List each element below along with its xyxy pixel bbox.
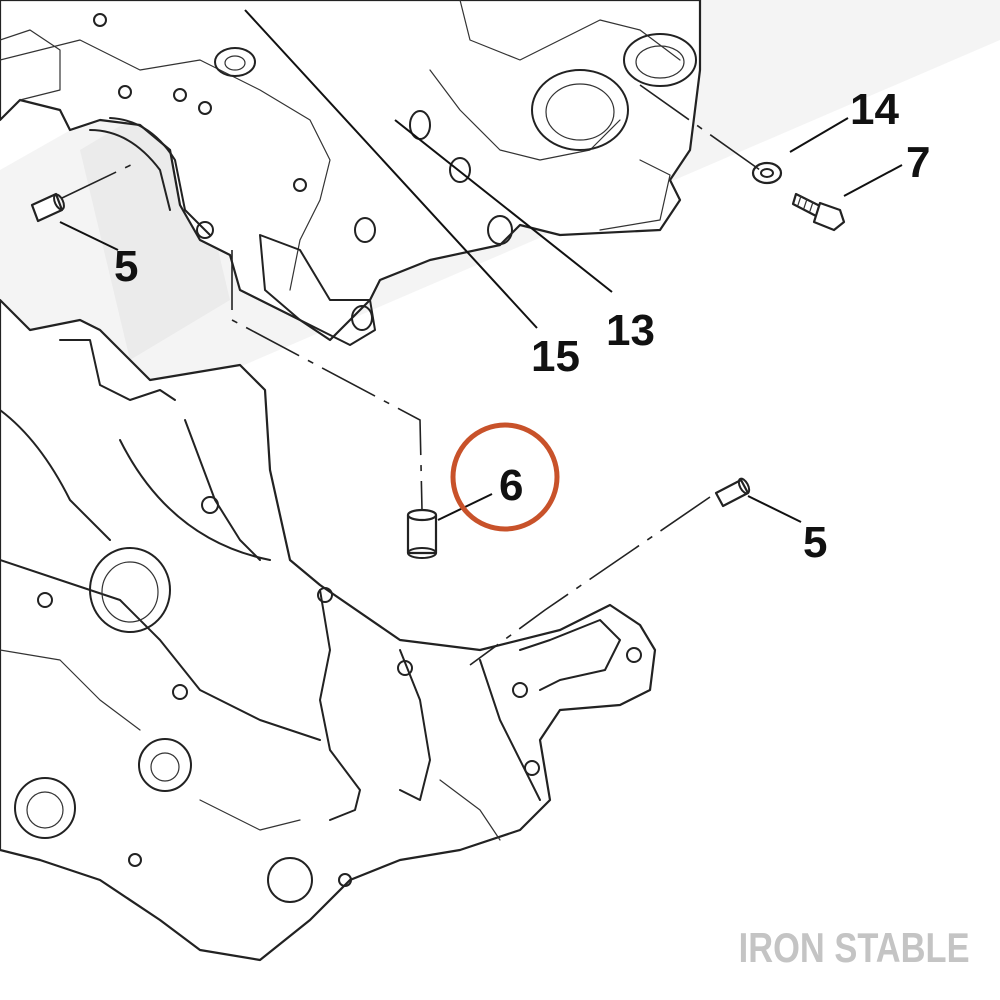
leader-lines xyxy=(59,9,903,523)
callout-5-right: 5 xyxy=(803,518,827,567)
callout-7: 7 xyxy=(906,138,930,187)
callout-5-left: 5 xyxy=(114,242,138,291)
washer-14 xyxy=(751,161,783,185)
bolt-7 xyxy=(791,192,846,232)
dowel-sleeve-6 xyxy=(406,508,438,559)
lower-crankcase-half xyxy=(0,298,657,962)
dowel-pin-left xyxy=(30,192,65,223)
callout-highlight-ring xyxy=(450,422,560,532)
callout-15: 15 xyxy=(531,332,580,381)
callout-6: 6 xyxy=(499,461,523,510)
upper-crankcase-half xyxy=(0,0,702,346)
callout-13: 13 xyxy=(606,306,655,355)
dowel-pin-right xyxy=(714,477,751,508)
callout-14: 14 xyxy=(850,85,899,134)
assembly-lines xyxy=(61,84,761,666)
brand-watermark-text: IRON STABLE xyxy=(739,924,970,971)
